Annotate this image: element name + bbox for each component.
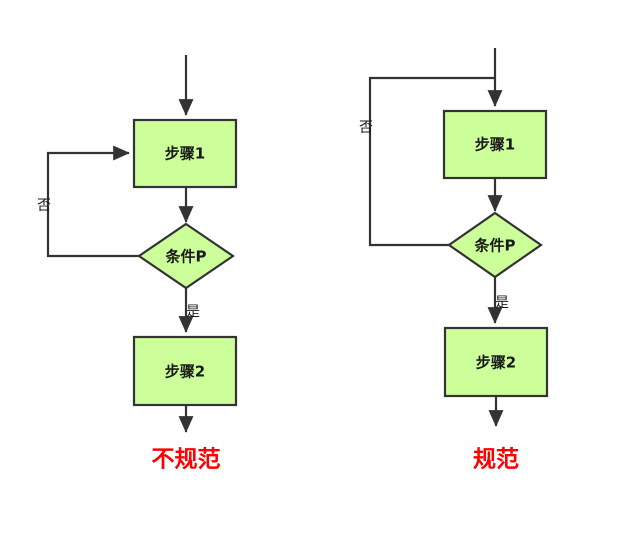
right-condition-label: 条件P (474, 237, 516, 255)
left-step2-label: 步骤2 (165, 363, 205, 381)
diagram-left: 否 步骤1 条件P 是 步骤2 不规范 (37, 55, 238, 473)
left-condition-label: 条件P (165, 248, 207, 266)
right-no-label: 否 (359, 120, 373, 136)
right-no-loop-line (368, 76, 495, 247)
diagram-right: 否 步骤1 条件P 是 步骤2 规范 (359, 48, 549, 473)
left-yes-label: 是 (186, 304, 200, 320)
right-verdict-label: 规范 (473, 447, 519, 473)
right-yes-label: 是 (495, 295, 509, 311)
left-step1-label: 步骤1 (165, 145, 205, 163)
right-step1-label: 步骤1 (475, 136, 515, 154)
left-no-loop-arrow (46, 145, 139, 258)
right-step2-label: 步骤2 (476, 354, 516, 372)
left-no-label: 否 (37, 198, 51, 214)
left-step2-box[interactable] (132, 335, 238, 407)
left-verdict-label: 不规范 (152, 447, 221, 473)
